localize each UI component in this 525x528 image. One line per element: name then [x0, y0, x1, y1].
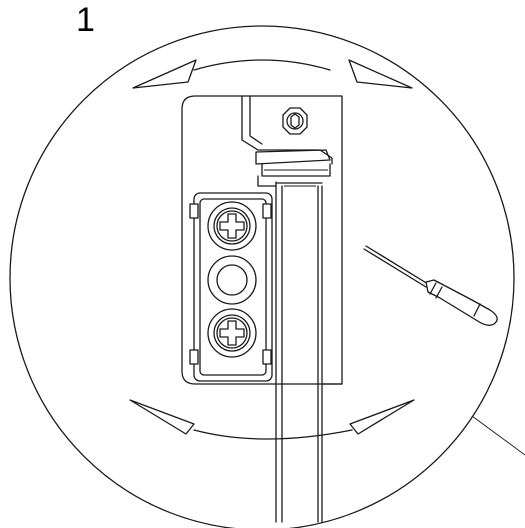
- screwdriver-icon: [363, 245, 498, 326]
- detail-circle: [9, 25, 515, 528]
- round-hole: [207, 255, 257, 305]
- rotate-arrows-icon-lower: [129, 399, 415, 440]
- step-number: 1: [76, 1, 95, 39]
- hinge-housing: [181, 95, 343, 385]
- screw-plate: [189, 192, 273, 382]
- leader-line: [471, 415, 525, 456]
- hex-bolt-icon: [282, 107, 308, 135]
- phillips-screw-icon-lower: [207, 308, 257, 358]
- frame-profile: [275, 181, 323, 523]
- phillips-screw-icon: [207, 201, 257, 251]
- rotate-arrows-icon: [132, 59, 413, 89]
